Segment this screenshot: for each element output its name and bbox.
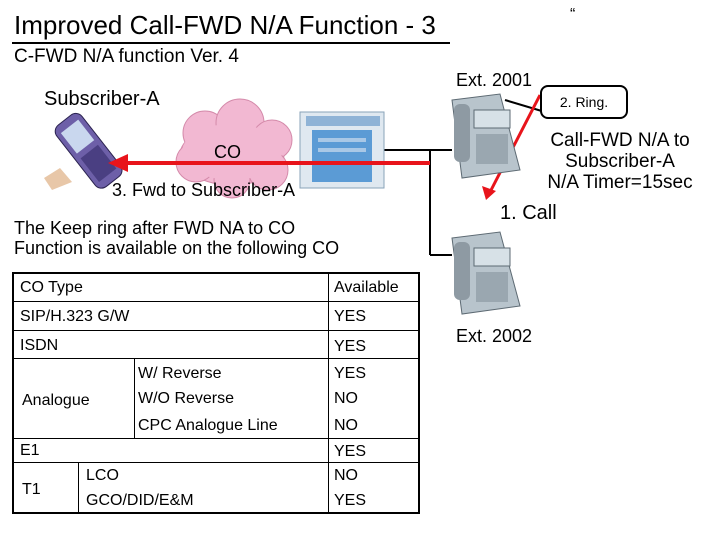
table-row-e1-type: E1	[20, 442, 40, 459]
keep-text-line: Function is available on the following C…	[14, 238, 340, 258]
analogue-no-reverse-available: NO	[334, 390, 358, 407]
pbx-icon	[299, 111, 385, 189]
analogue-cpc-available: NO	[334, 417, 358, 434]
cfwd-note-line: N/A Timer=15sec	[547, 172, 693, 193]
analogue-sub-reverse: W/ Reverse	[138, 365, 222, 382]
table-row-e1-available: YES	[334, 443, 367, 460]
t1-sub-lco: LCO	[86, 467, 119, 484]
desk-phone-icon	[451, 93, 521, 179]
ext1-label: Ext. 2001	[456, 70, 533, 90]
t1-lco-available: NO	[334, 467, 358, 484]
title-underline	[12, 42, 450, 44]
table-rule	[14, 358, 418, 359]
ext2-label: Ext. 2002	[456, 326, 533, 346]
table-rule	[14, 301, 418, 302]
table-rule	[14, 462, 418, 463]
cfwd-note-line: Subscriber-A	[565, 151, 675, 172]
table-divider	[78, 462, 79, 512]
mobile-phone-icon	[54, 112, 123, 189]
table-rule	[14, 330, 418, 331]
table-row-sip-available: YES	[334, 308, 367, 325]
co-label: CO	[214, 142, 241, 162]
forward-label: 3. Fwd to Subscriber-A	[112, 180, 296, 200]
forward-arrow-icon	[108, 154, 430, 172]
table-row-isdn-type: ISDN	[20, 337, 59, 354]
analogue-sub-no-reverse: W/O Reverse	[138, 390, 235, 407]
table-row-isdn-available: YES	[334, 338, 367, 355]
analogue-sub-cpc: CPC Analogue Line	[138, 417, 278, 434]
keep-text-line: The Keep ring after FWD NA to CO	[14, 218, 296, 238]
cfwd-note-line: Call-FWD N/A to	[550, 130, 690, 151]
table-row-analogue-type: Analogue	[22, 392, 90, 409]
analogue-reverse-available: YES	[334, 365, 367, 382]
hand-icon	[44, 168, 72, 190]
co-availability-table: CO Type Available SIP/H.323 G/W YES ISDN…	[12, 272, 420, 514]
t1-gco-available: YES	[334, 492, 367, 509]
table-row-t1-type: T1	[22, 481, 41, 498]
cfwd-note: Call-FWD N/A to Subscriber-A N/A Timer=1…	[520, 130, 720, 193]
header-co-type: CO Type	[20, 279, 83, 296]
table-divider	[134, 358, 135, 438]
table-divider	[328, 274, 329, 512]
ring-pointer-line	[504, 99, 546, 113]
page-subtitle: C-FWD N/A function Ver. 4	[14, 46, 239, 67]
table-row-sip-type: SIP/H.323 G/W	[20, 308, 130, 325]
co-cloud-icon	[175, 98, 293, 199]
header-available: Available	[334, 279, 399, 296]
call-label: 1. Call	[500, 202, 557, 224]
desk-phone-icon	[451, 231, 521, 315]
table-rule	[14, 438, 418, 439]
subscriber-label: Subscriber-A	[44, 88, 160, 110]
quote-mark: “	[570, 6, 576, 23]
ring-callout: 2. Ring.	[540, 85, 628, 119]
t1-sub-gco: GCO/DID/E&M	[86, 492, 194, 509]
page-title: Improved Call-FWD N/A Function - 3	[14, 10, 436, 40]
keep-ring-description: The Keep ring after FWD NA to CO Functio…	[14, 218, 339, 258]
